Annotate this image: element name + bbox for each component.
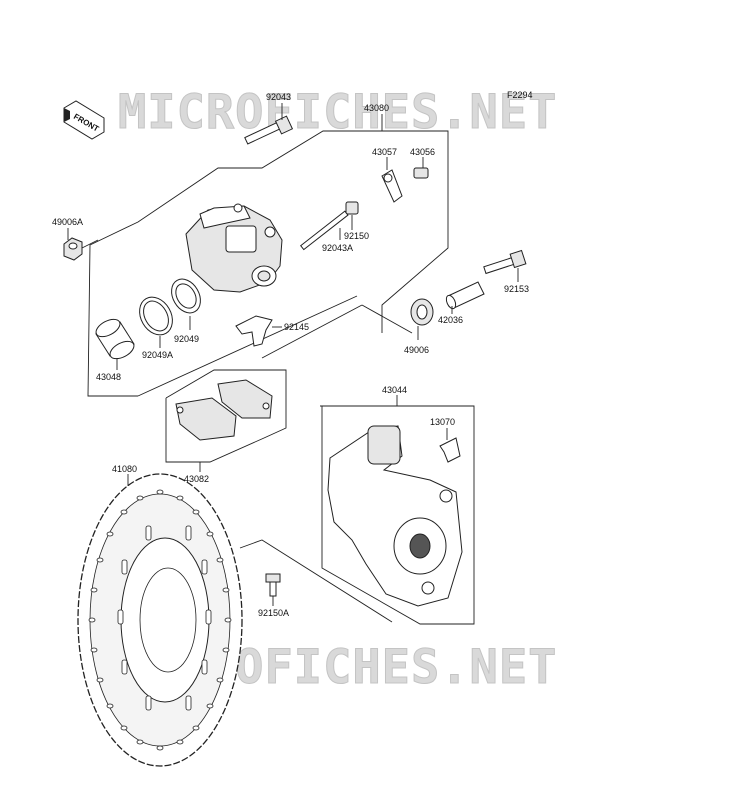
spring-92145	[235, 315, 273, 347]
seal-92049A	[139, 296, 173, 336]
bolt-92153	[483, 249, 527, 275]
clip-13070	[439, 437, 461, 463]
boot-49006	[410, 298, 434, 326]
part-labels: 92043 43080 43057 43056 49006A 92150 920…	[52, 92, 529, 618]
label-92150A: 92150A	[258, 608, 289, 618]
bolt-92043	[244, 115, 294, 145]
label-13070: 13070	[430, 417, 455, 427]
nut-49006A	[63, 237, 83, 261]
label-92145: 92145	[284, 322, 309, 332]
collar-42036	[445, 281, 485, 310]
bracket-group-outline	[320, 405, 475, 625]
label-43080: 43080	[364, 103, 389, 113]
label-43082: 43082	[184, 474, 209, 484]
diagram-code: F2294	[507, 90, 533, 100]
label-92150: 92150	[344, 231, 369, 241]
label-41080: 41080	[112, 464, 137, 474]
label-43056: 43056	[410, 147, 435, 157]
label-92153: 92153	[504, 284, 529, 294]
watermark-top: MICROFICHES.NET	[118, 85, 557, 140]
seal-92049	[171, 278, 201, 314]
caliper-assembly-outline	[87, 114, 449, 397]
label-43048: 43048	[96, 372, 121, 382]
label-42036: 42036	[438, 315, 463, 325]
brake-disc-41080	[77, 473, 243, 767]
bleeder-43057	[381, 169, 403, 203]
piston-43048	[95, 318, 135, 360]
label-43057: 43057	[372, 147, 397, 157]
brake-pads-43082	[175, 379, 273, 441]
cap-43056	[413, 167, 429, 179]
label-49006: 49006	[404, 345, 429, 355]
bolt-92150A	[265, 573, 281, 597]
label-92043: 92043	[266, 92, 291, 102]
label-49006A: 49006A	[52, 217, 83, 227]
caliper-body	[185, 203, 283, 293]
label-43044: 43044	[382, 385, 407, 395]
pads-group-outline	[165, 369, 287, 463]
label-92049: 92049	[174, 334, 199, 344]
label-92043A: 92043A	[322, 243, 353, 253]
label-92049A: 92049A	[142, 350, 173, 360]
front-arrow-icon: FRONT	[63, 100, 105, 140]
caliper-bracket-43044	[327, 425, 463, 607]
cap-92150	[345, 201, 359, 215]
